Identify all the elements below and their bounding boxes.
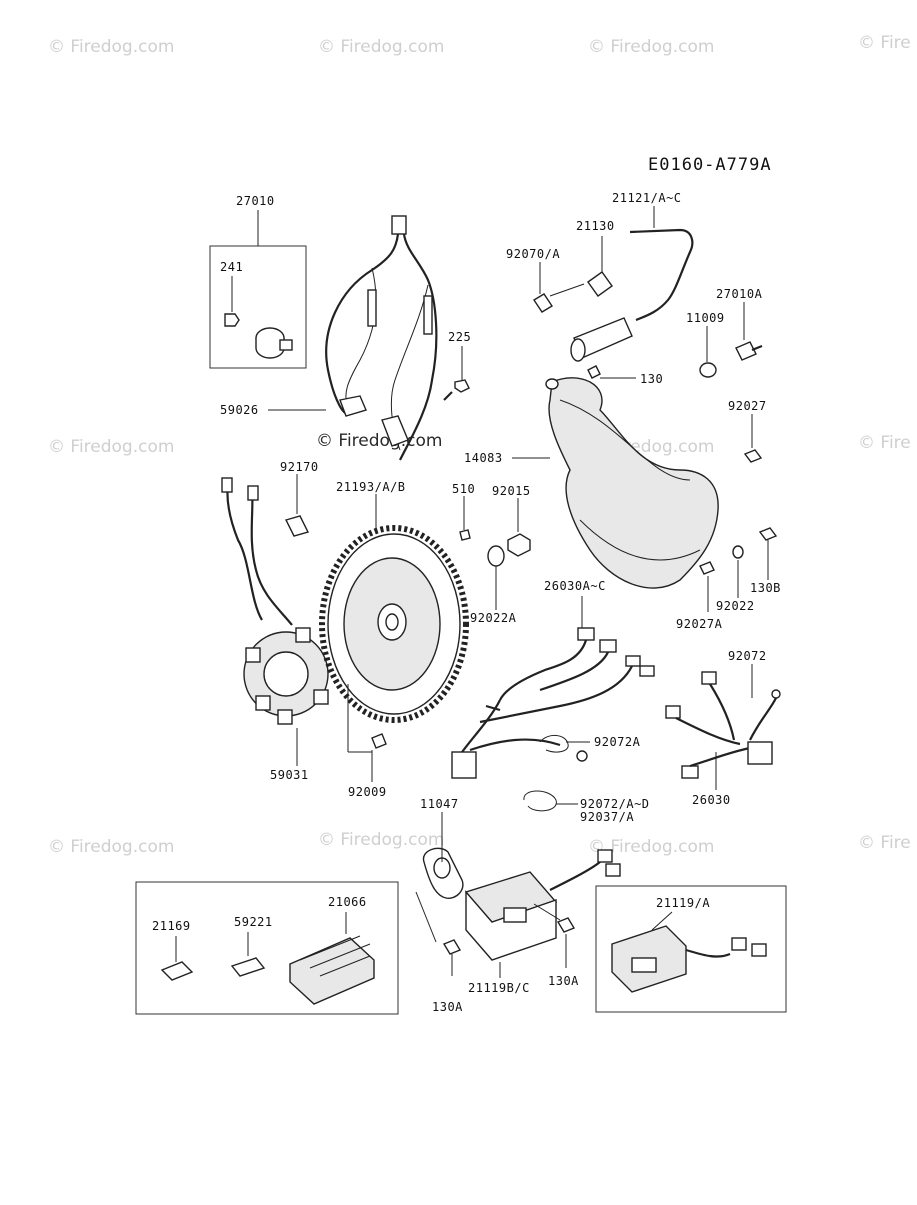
- part-label: 92015: [492, 484, 531, 498]
- connector-21169: [160, 936, 194, 981]
- part-label: 510: [452, 482, 475, 496]
- part-label: 59026: [220, 403, 259, 417]
- part-label: 92072: [728, 649, 767, 663]
- part-label: 21066: [328, 895, 367, 909]
- watermarks: © Firedog.com © Firedog.com © Firedog.co…: [48, 33, 911, 857]
- nut-92015: [507, 533, 531, 557]
- harness-26030a: [451, 627, 655, 779]
- center-watermark: © Firedog.com: [316, 431, 442, 451]
- part-labels: 27010 241 59026 225 21121/A~C 21130 9207…: [152, 191, 781, 1014]
- part-label: 130A: [432, 1000, 463, 1014]
- harness-59026: [325, 215, 438, 461]
- regulator-21119bc: [422, 847, 621, 961]
- screw-130: [587, 365, 636, 379]
- part-label: 92072/A~D: [580, 797, 650, 811]
- part-label: 92027A: [676, 617, 723, 631]
- connector-59221: [230, 932, 266, 977]
- washer-11009: [699, 362, 717, 378]
- regulator-21066: [289, 912, 375, 1005]
- part-label: 225: [448, 330, 471, 344]
- part-label: 21119/A: [656, 896, 710, 910]
- part-label: 92170: [280, 460, 319, 474]
- part-label: 26030: [692, 793, 731, 807]
- nut-92027: [743, 449, 763, 463]
- stator-59031: [221, 477, 329, 725]
- part-label: 21193/A/B: [336, 480, 406, 494]
- part-label: 92027: [728, 399, 767, 413]
- part-label: 27010A: [716, 287, 763, 301]
- part-label: 26030A~C: [544, 579, 606, 593]
- watermark: © Firedog.com: [48, 837, 174, 857]
- flywheel-cover-14083: [545, 377, 719, 589]
- watermark: © Firedog.com: [48, 437, 174, 457]
- part-label: 27010: [236, 194, 275, 208]
- bolt-130b: [758, 527, 778, 541]
- switch-27010a: [735, 341, 763, 361]
- watermark: © Fire: [858, 833, 911, 853]
- oil-pressure-switch: [224, 313, 293, 359]
- regulator-21119a: [611, 911, 767, 993]
- watermark: © Firedog.com: [318, 830, 444, 850]
- part-label: 21119B/C: [468, 981, 530, 995]
- bolt-92027a: [699, 561, 715, 575]
- key-510: [459, 529, 471, 541]
- clamp-92072a: [539, 735, 590, 762]
- watermark: © Fire: [858, 33, 911, 53]
- watermark: © Firedog.com: [588, 37, 714, 57]
- part-label: 92070/A: [506, 247, 560, 261]
- part-label: 130A: [548, 974, 579, 988]
- washer-92022a: [487, 545, 505, 567]
- part-label: 92022: [716, 599, 755, 613]
- watermark: © Fire: [858, 433, 911, 453]
- part-label: 21121/A~C: [612, 191, 682, 205]
- bolt-225: [443, 346, 470, 401]
- washer-92022: [732, 545, 744, 559]
- box-accessories: [135, 881, 399, 1015]
- part-label: 92037/A: [580, 810, 634, 824]
- clamp-92072-a-d: [523, 790, 578, 812]
- diagram-code: E0160-A779A: [648, 155, 772, 175]
- watermark: © Firedog.com: [588, 837, 714, 857]
- part-label: 241: [220, 260, 243, 274]
- clamp-92170: [284, 515, 310, 537]
- flywheel-21193: [319, 525, 469, 723]
- part-label: 14083: [464, 451, 503, 465]
- part-label: 92072A: [594, 735, 641, 749]
- part-label: 21169: [152, 919, 191, 933]
- part-label: 92009: [348, 785, 387, 799]
- bolt-130a-left: [415, 891, 462, 976]
- watermark: © Firedog.com: [48, 37, 174, 57]
- harness-26030: [665, 671, 781, 779]
- part-label: 59031: [270, 768, 309, 782]
- watermark: © Firedog.com: [318, 37, 444, 57]
- bolt-130a-right: [533, 903, 576, 968]
- part-label: 59221: [234, 915, 273, 929]
- part-label: 92022A: [470, 611, 517, 625]
- box-21119a: [595, 885, 787, 1013]
- bolt-92009: [371, 733, 387, 782]
- part-label: 11047: [420, 797, 459, 811]
- part-label: 11009: [686, 311, 725, 325]
- part-label: 21130: [576, 219, 615, 233]
- ignition-coil: [533, 206, 694, 362]
- part-label: 130: [640, 372, 663, 386]
- part-label: 130B: [750, 581, 781, 595]
